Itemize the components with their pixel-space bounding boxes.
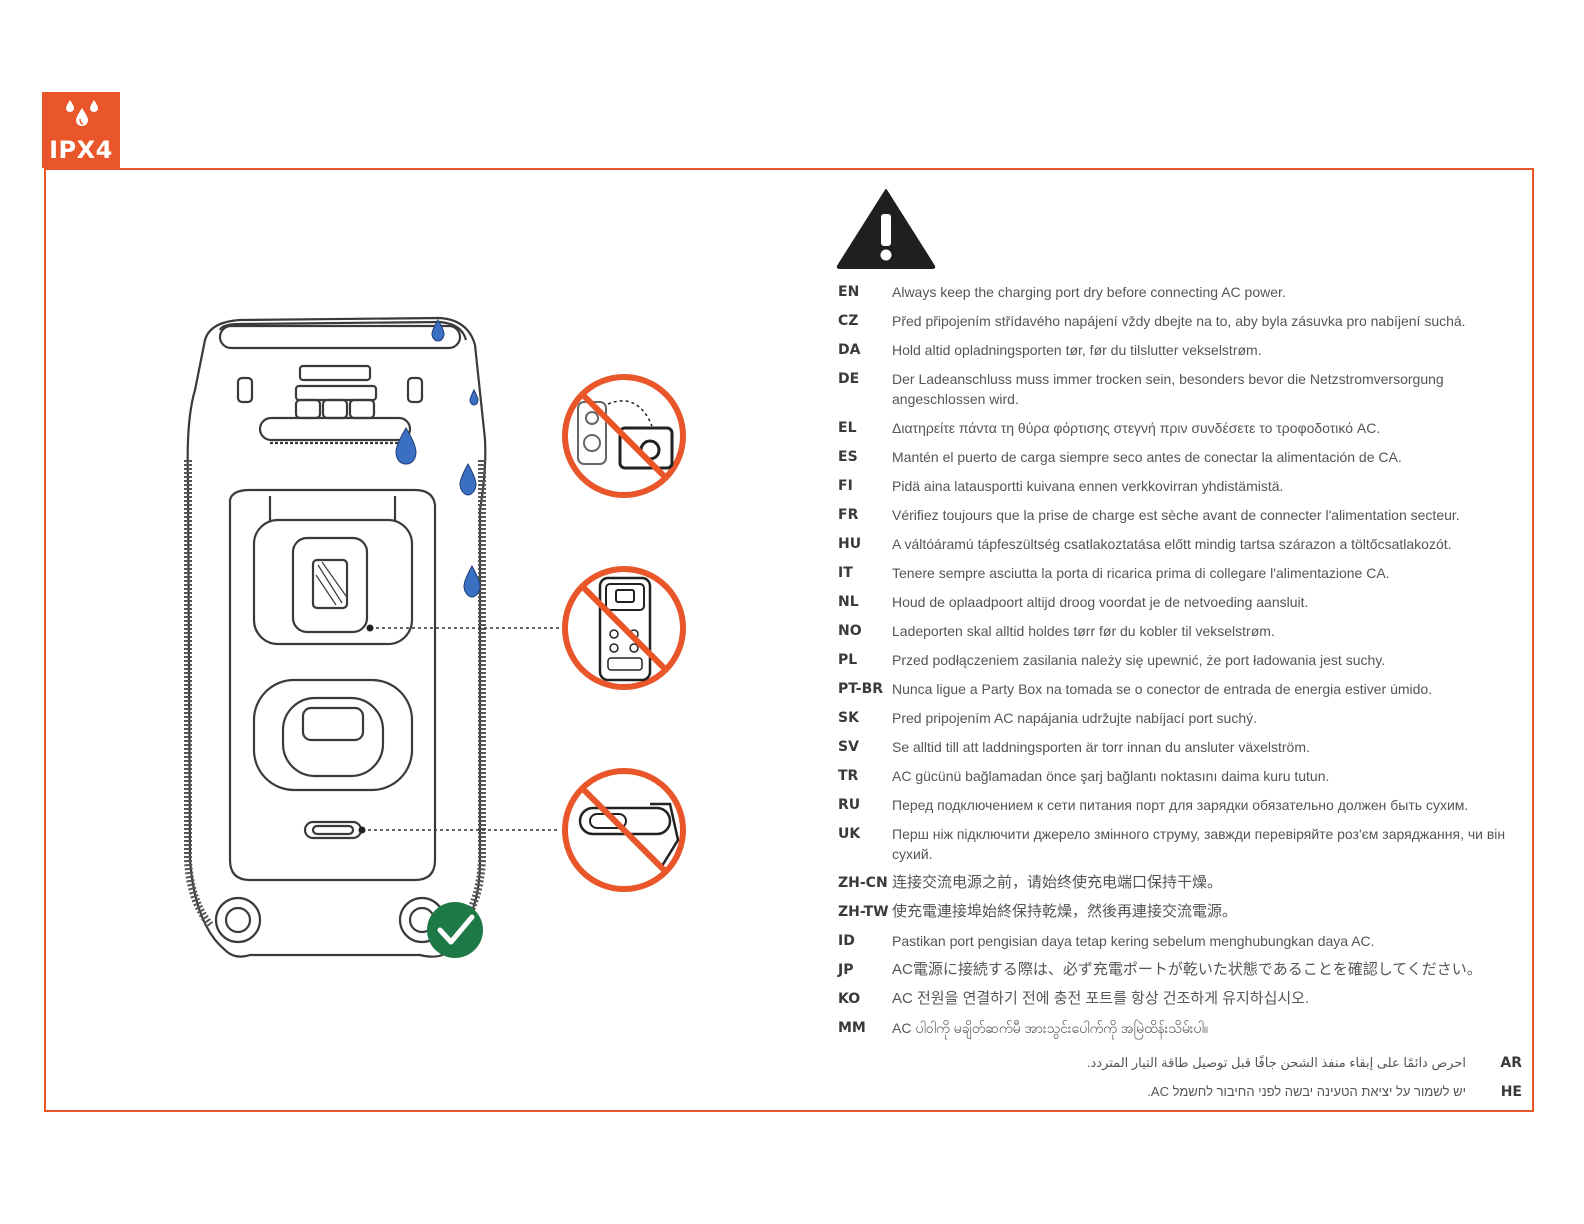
content-frame bbox=[44, 168, 1534, 1112]
speaker-illustration bbox=[184, 316, 686, 958]
lang-row-ar: احرص دائمًا على إبقاء منفذ الشحن جافًا ق… bbox=[1086, 1054, 1522, 1071]
water-drops-icon bbox=[66, 100, 98, 126]
no-transport-while-wet-icon bbox=[562, 374, 686, 498]
lang-row-he: יש לשמור על יציאת הטעינה יבשה לפני החיבו… bbox=[1147, 1083, 1522, 1100]
rtl-language-list: احرص دائمًا على إبقاء منفذ الشحن جافًا ق… bbox=[880, 1048, 1522, 1106]
water-drop-icons bbox=[395, 319, 481, 598]
warning-triangle-icon bbox=[836, 189, 936, 269]
ipx4-badge: IPX4 bbox=[42, 92, 120, 168]
leader-lines bbox=[362, 627, 560, 831]
ipx4-label: IPX4 bbox=[49, 136, 113, 164]
no-wet-plug-icon bbox=[562, 768, 686, 892]
speaker-device bbox=[184, 316, 487, 958]
check-circle-icon bbox=[427, 902, 483, 958]
no-wet-port-icon bbox=[562, 566, 686, 690]
